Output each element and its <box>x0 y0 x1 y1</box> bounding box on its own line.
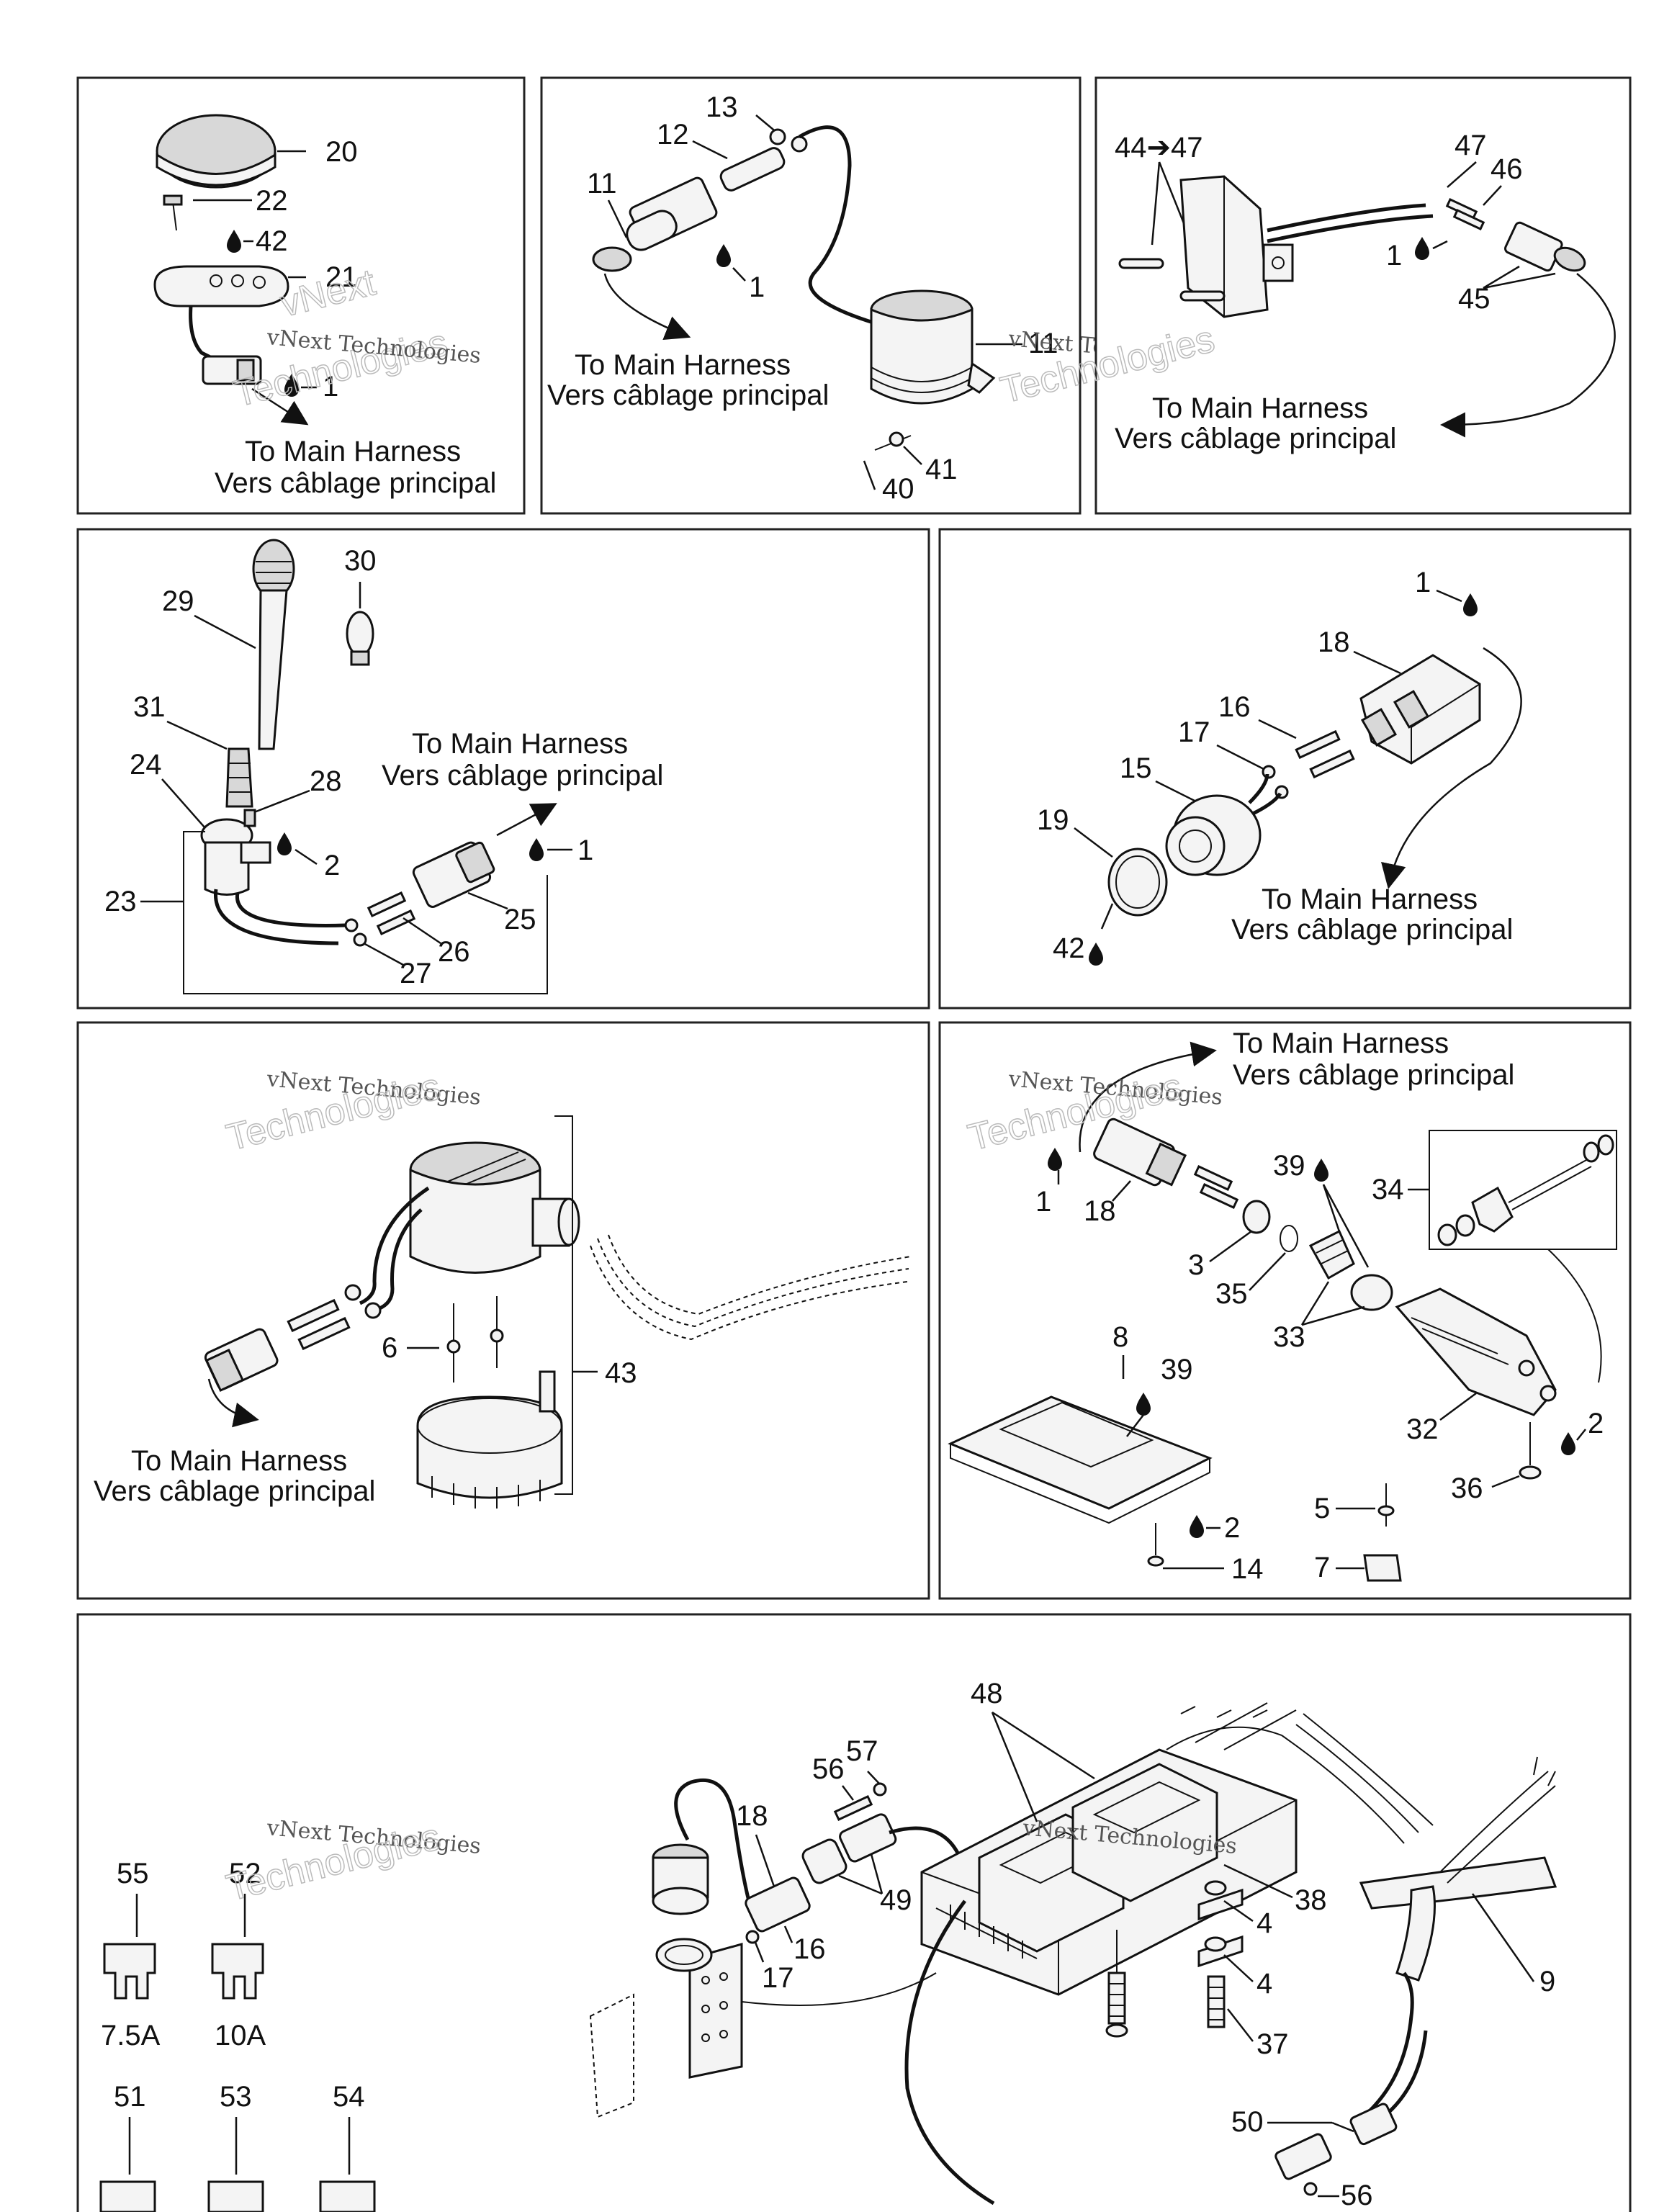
label-21: 21 <box>325 261 358 293</box>
to-main-harness-en: To Main Harness <box>1233 1028 1449 1059</box>
label-1: 1 <box>577 835 593 866</box>
label-20: 20 <box>325 136 358 168</box>
label-35: 35 <box>1215 1278 1248 1310</box>
label-22: 22 <box>256 185 288 217</box>
panel-5-gauge: 1 18 16 17 15 19 42 To Main Harness Vers… <box>938 528 1632 1010</box>
label-42: 42 <box>256 225 288 257</box>
label-53: 53 <box>220 2081 252 2113</box>
to-main-harness-en: To Main Harness <box>575 349 791 381</box>
panel-3-relay: 44➔47 47 46 1 45 To Main Harness Vers câ… <box>996 76 1632 515</box>
panel-1-switch-housing: 20 22 42 21 1 To Main Harness Vers câbla… <box>76 76 526 515</box>
fuse-10a: 10A <box>215 2020 266 2051</box>
label-1: 1 <box>1035 1186 1051 1218</box>
label-11: 11 <box>587 168 617 199</box>
label-26: 26 <box>438 936 470 968</box>
label-49: 49 <box>880 1884 912 1916</box>
panel-2-horn: 13 12 11 1 11 41 40 To Main Harness Vers… <box>540 76 1223 515</box>
label-4: 4 <box>1256 1968 1272 2000</box>
label-56: 56 <box>1341 2180 1373 2211</box>
label-1: 1 <box>323 371 338 403</box>
label-32: 32 <box>1406 1413 1439 1445</box>
label-54: 54 <box>333 2081 365 2113</box>
label-48: 48 <box>971 1678 1003 1709</box>
label-13: 13 <box>706 91 738 123</box>
label-18: 18 <box>1084 1195 1116 1227</box>
to-main-harness-fr: Vers câblage principal <box>94 1475 375 1507</box>
label-16: 16 <box>793 1933 826 1965</box>
label-31: 31 <box>133 691 166 723</box>
label-46: 46 <box>1491 153 1523 185</box>
label-17: 17 <box>1178 716 1210 748</box>
label-39: 39 <box>1161 1354 1193 1385</box>
label-23: 23 <box>104 886 137 917</box>
label-52: 52 <box>229 1858 261 1889</box>
label-3: 3 <box>1188 1249 1204 1281</box>
to-main-harness-en: To Main Harness <box>1262 884 1478 915</box>
label-44-47: 44➔47 <box>1115 132 1203 163</box>
label-2: 2 <box>1224 1512 1240 1544</box>
label-18: 18 <box>1318 626 1350 658</box>
label-8: 8 <box>1112 1321 1128 1353</box>
label-27: 27 <box>400 958 432 989</box>
label-51: 51 <box>114 2081 146 2113</box>
label-43: 43 <box>605 1357 637 1389</box>
label-1: 1 <box>749 271 765 303</box>
panel-7-sensor-bracket: To Main Harness Vers câblage principal 1… <box>938 1021 1632 1600</box>
to-main-harness-en: To Main Harness <box>412 728 628 760</box>
label-2: 2 <box>324 850 340 881</box>
to-main-harness-en: To Main Harness <box>1152 392 1368 424</box>
to-main-harness-fr: Vers câblage principal <box>1231 914 1513 945</box>
label-12: 12 <box>657 119 689 150</box>
label-38: 38 <box>1295 1884 1327 1916</box>
label-1: 1 <box>1386 240 1402 271</box>
label-7: 7 <box>1314 1552 1330 1583</box>
label-25: 25 <box>504 904 536 935</box>
to-main-harness-fr: Vers câblage principal <box>547 379 829 411</box>
panel-6-bilge-pump: 6 43 To Main Harness Vers câblage princi… <box>76 1021 930 1600</box>
panel-8-fuse-box: 55 7.5A 52 10A 51 53 54 18 17 16 <box>76 1613 1632 2212</box>
label-34: 34 <box>1372 1174 1404 1205</box>
to-main-harness-fr: Vers câblage principal <box>1115 423 1396 454</box>
to-main-harness-en: To Main Harness <box>131 1445 347 1477</box>
to-main-harness-fr: Vers câblage principal <box>1233 1059 1514 1091</box>
label-5: 5 <box>1314 1493 1330 1524</box>
label-50: 50 <box>1231 2106 1264 2138</box>
label-29: 29 <box>162 585 194 617</box>
to-main-harness-fr: Vers câblage principal <box>382 760 663 791</box>
label-14: 14 <box>1231 1553 1264 1585</box>
label-47: 47 <box>1455 130 1487 161</box>
label-33: 33 <box>1273 1321 1305 1353</box>
label-56: 56 <box>812 1753 845 1785</box>
label-15: 15 <box>1120 752 1152 784</box>
to-main-harness-fr: Vers câblage principal <box>215 467 496 499</box>
label-19: 19 <box>1037 804 1069 836</box>
label-30: 30 <box>344 545 377 577</box>
label-6: 6 <box>382 1332 397 1364</box>
label-42: 42 <box>1053 932 1085 964</box>
label-40: 40 <box>882 473 914 505</box>
label-55: 55 <box>117 1858 149 1889</box>
label-36: 36 <box>1451 1473 1483 1504</box>
label-9: 9 <box>1539 1966 1555 1997</box>
label-11: 11 <box>1028 328 1058 359</box>
label-39: 39 <box>1273 1150 1305 1182</box>
label-2: 2 <box>1588 1408 1604 1439</box>
label-4: 4 <box>1256 1907 1272 1939</box>
panel-4-navigation-light: 29 30 31 24 28 2 23 26 27 25 <box>76 528 930 1010</box>
label-18: 18 <box>736 1800 768 1832</box>
to-main-harness-en: To Main Harness <box>245 436 461 467</box>
label-1: 1 <box>1415 567 1431 598</box>
label-28: 28 <box>310 765 342 797</box>
label-17: 17 <box>762 1962 794 1994</box>
label-37: 37 <box>1256 2028 1289 2060</box>
label-57: 57 <box>846 1735 878 1767</box>
label-16: 16 <box>1218 691 1251 723</box>
label-24: 24 <box>130 749 162 781</box>
label-41: 41 <box>925 454 958 485</box>
fuse-7-5a: 7.5A <box>101 2020 161 2051</box>
